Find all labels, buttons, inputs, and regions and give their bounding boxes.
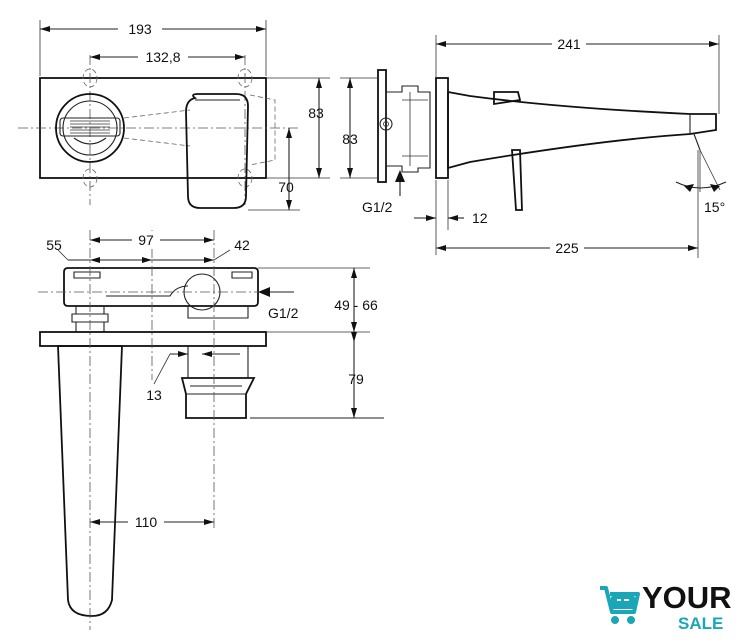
side-view: G1/2 83 241 12 225 1 [340,35,727,258]
dim-top-left: 55 [46,237,62,253]
top-lever [180,377,256,419]
top-view: 97 55 42 G1/2 49 - 66 79 13 [38,230,384,630]
side-inlet-thread: G1/2 [362,199,393,215]
top-wall-plate [39,331,267,347]
front-view: 193 132,8 83 70 [18,20,330,211]
top-body [63,267,259,307]
top-spout [57,345,123,617]
dim-top-center: 97 [138,232,154,248]
dim-top-small: 13 [146,387,162,403]
side-wall-plate [435,77,449,179]
dim-side-reach: 225 [555,240,579,256]
top-inlet-thread: G1/2 [268,305,299,321]
dim-top-right: 42 [234,237,250,253]
front-lever [185,93,249,209]
dim-front-height: 83 [308,105,324,121]
yoursale-logo: YOUR SALE [600,580,732,633]
dim-front-hole-spacing: 132,8 [145,49,180,65]
dim-side-height: 83 [342,131,358,147]
dim-side-offset: 12 [472,210,488,226]
dim-top-depth-lower: 79 [348,371,364,387]
logo-word-main: YOUR [642,580,732,615]
dim-front-width: 193 [128,21,152,37]
front-spout-outlet [55,93,125,163]
side-spout [447,90,717,170]
dim-front-lever-height: 70 [278,179,294,195]
cart-icon [600,586,640,624]
logo-word-sub: SALE [678,614,723,633]
dim-top-spout-offset: 110 [135,514,158,530]
dim-side-angle: 15° [704,199,725,215]
dim-top-wall-depth: 49 - 66 [334,297,378,313]
dim-side-projection: 241 [557,36,581,52]
